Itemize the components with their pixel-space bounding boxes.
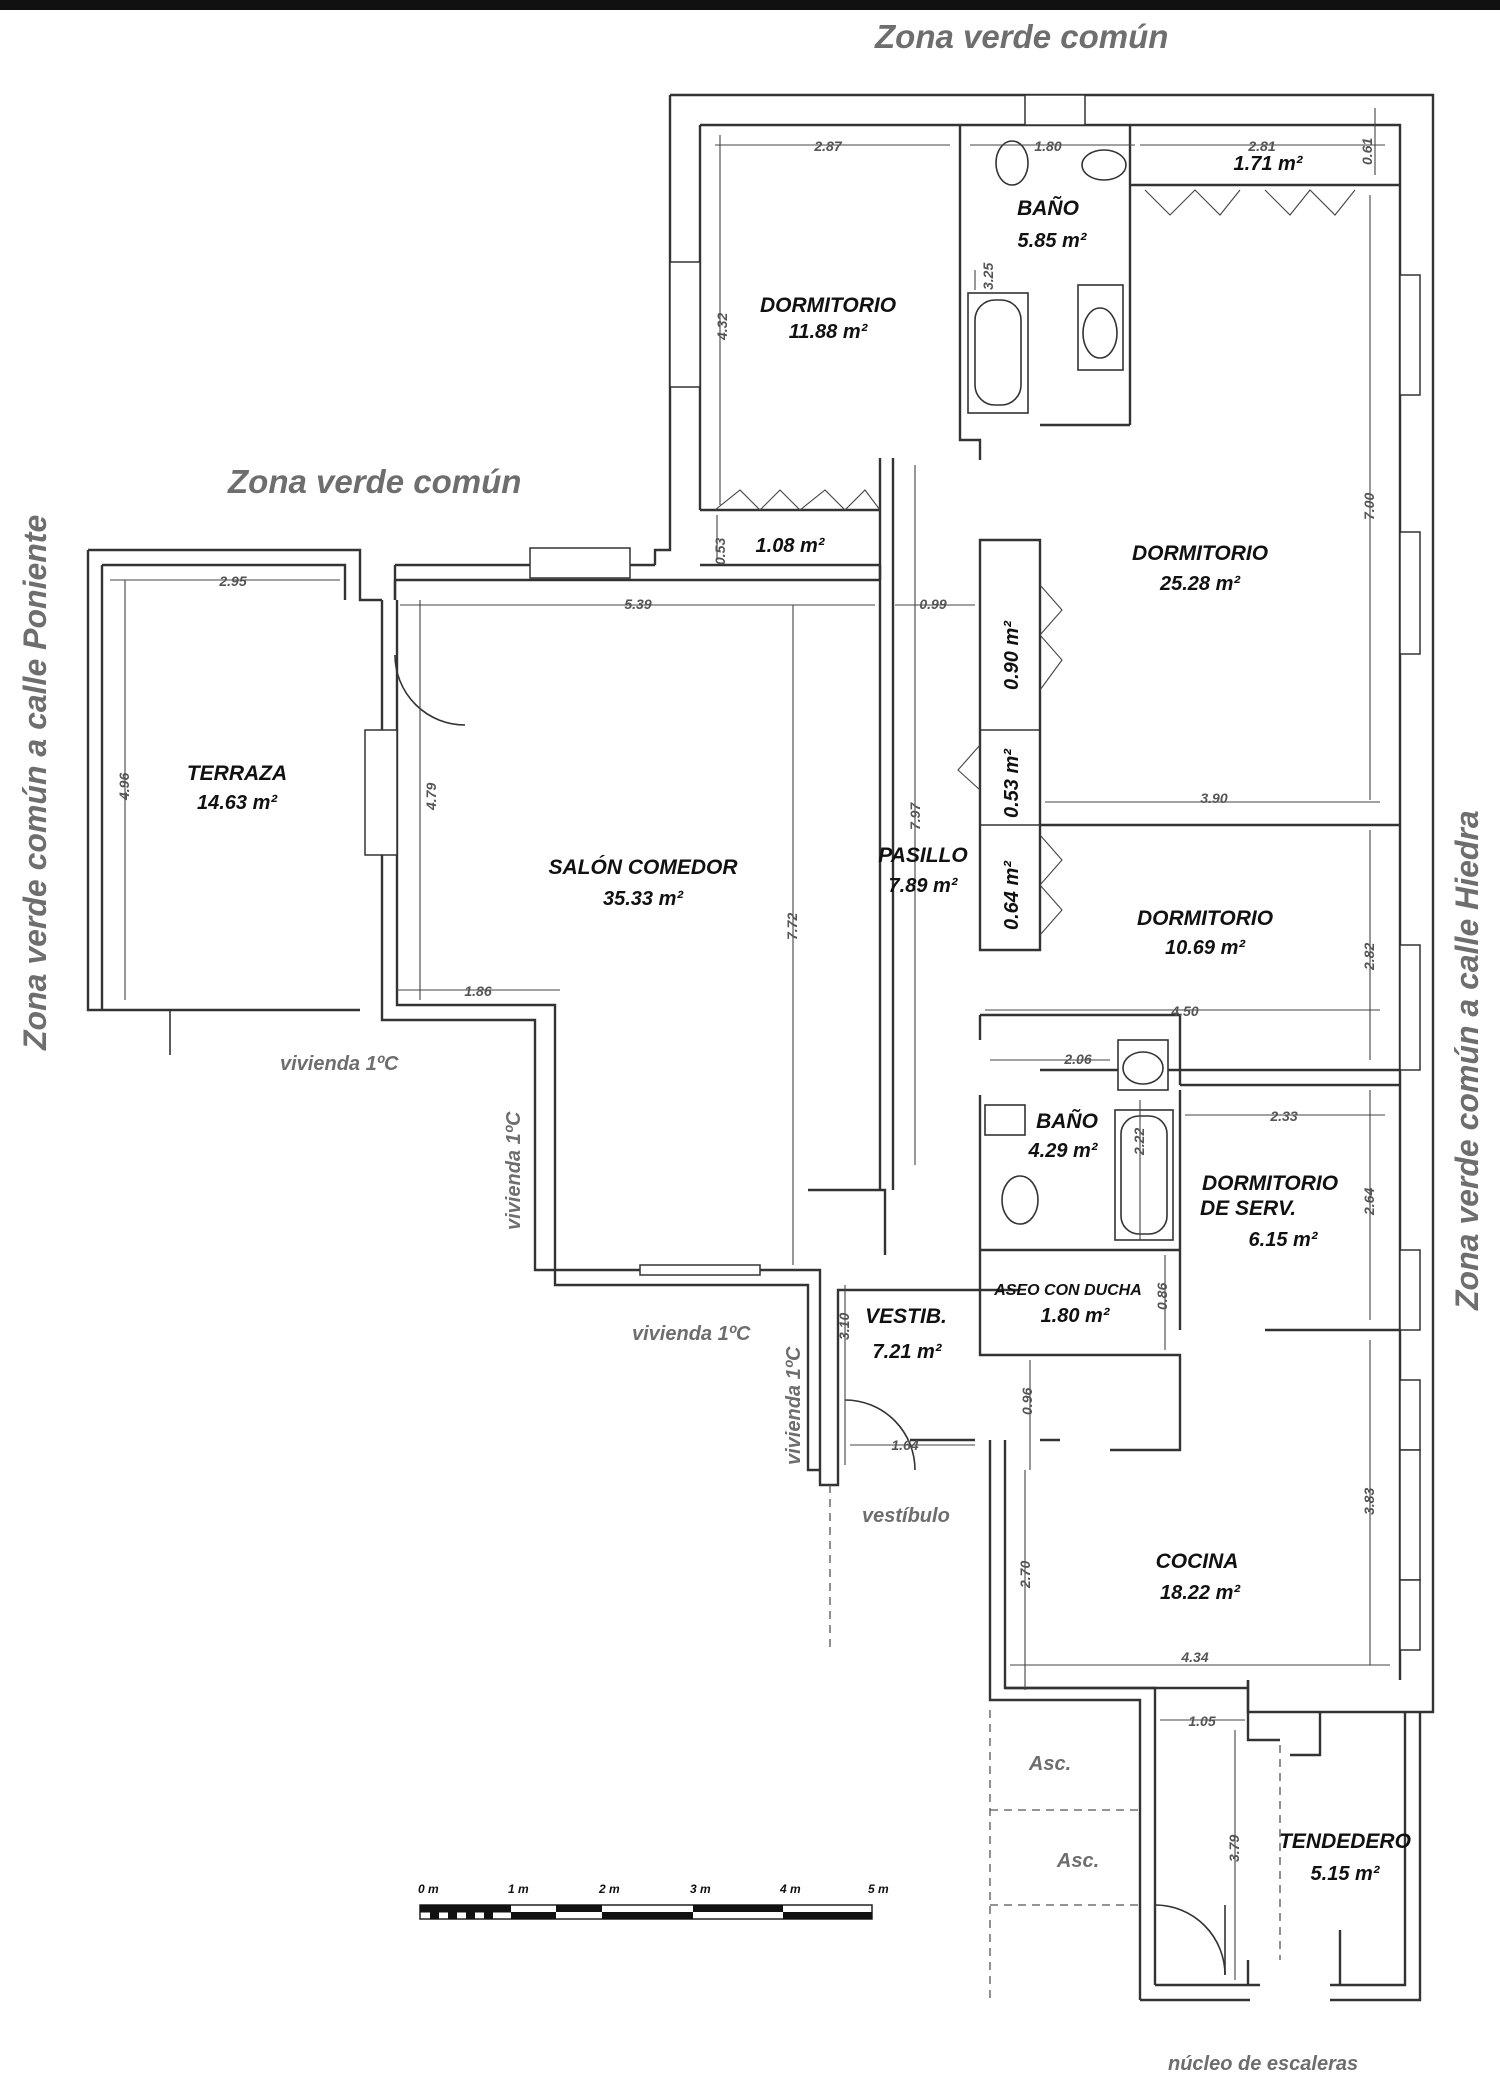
- toilet-icon: [995, 140, 1029, 186]
- dim-061: 0.61: [1359, 138, 1375, 165]
- wardrobe-doors: [714, 189, 1356, 936]
- dim-180: 1.80: [1034, 138, 1061, 154]
- asc1-label: Asc.: [1028, 1753, 1071, 1775]
- dorm-serv-name2: DE SERV.: [1200, 1197, 1296, 1220]
- armario2-area: 0.53 m²: [1001, 748, 1023, 818]
- walls: [86, 93, 1435, 2002]
- dim-264: 2.64: [1361, 1188, 1377, 1216]
- dimension-lines: [110, 108, 1390, 1980]
- vestib-area: 7.21 m²: [873, 1341, 943, 1363]
- windows: [364, 94, 1421, 1651]
- vivienda-label-2: vivienda 1ºC: [503, 1111, 525, 1230]
- dim-325: 3.25: [980, 263, 996, 290]
- dim-287: 2.87: [813, 138, 842, 154]
- dim-222: 2.22: [1131, 1128, 1147, 1156]
- bano2-area: 4.29 m²: [1028, 1140, 1099, 1162]
- dim-096: 0.96: [1019, 1388, 1035, 1415]
- dim-383: 3.83: [1361, 1488, 1377, 1515]
- cocina-name: COCINA: [1156, 1550, 1239, 1573]
- bano1-name: BAÑO: [1017, 197, 1079, 220]
- terraza-name: TERRAZA: [187, 762, 287, 785]
- dim-233: 2.33: [1269, 1108, 1297, 1124]
- zone-right: Zona verde común a calle Hiedra: [1449, 810, 1485, 1311]
- dim-206: 2.06: [1063, 1051, 1091, 1067]
- vivienda-label-4: vivienda 1ºC: [783, 1346, 805, 1465]
- top-border: [0, 0, 1500, 10]
- nucleo-label: núcleo de escaleras: [1168, 2053, 1358, 2075]
- dim-390: 3.90: [1200, 790, 1227, 806]
- toilet-icon-2: [1001, 1175, 1039, 1225]
- scale-0: 0 m: [418, 1882, 439, 1896]
- vivienda-label-1: vivienda 1ºC: [280, 1053, 399, 1075]
- bidet-icon: [1081, 149, 1127, 181]
- dim-700: 7.00: [1361, 493, 1377, 520]
- door-swings: [394, 654, 1226, 1976]
- dorm1-area: 11.88 m²: [789, 321, 869, 343]
- zone-top: Zona verde común: [874, 18, 1168, 55]
- scale-2: 2 m: [598, 1882, 620, 1896]
- aseo-area: 1.80 m²: [1041, 1305, 1111, 1327]
- vivienda-label-3: vivienda 1ºC: [632, 1323, 751, 1345]
- closet-dorm1-area: 1.08 m²: [756, 535, 826, 557]
- dim-772: 7.72: [784, 913, 800, 940]
- dim-281: 2.81: [1247, 138, 1275, 154]
- dim-295: 2.95: [218, 573, 246, 589]
- bano1-area: 5.85 m²: [1018, 230, 1088, 252]
- scale-4: 4 m: [779, 1882, 801, 1896]
- bano2-name: BAÑO: [1036, 1110, 1098, 1133]
- zone-mid: Zona verde común: [227, 463, 521, 500]
- dorm3-name: DORMITORIO: [1137, 907, 1273, 930]
- fixtures: [967, 140, 1174, 1241]
- dim-432: 4.32: [714, 313, 730, 341]
- scale-5: 5 m: [868, 1882, 889, 1896]
- scale-3: 3 m: [690, 1882, 711, 1896]
- tendedero-name: TENDEDERO: [1279, 1830, 1411, 1853]
- terraza-area: 14.63 m²: [197, 792, 278, 814]
- dim-053: 0.53: [712, 538, 728, 565]
- dorm-serv-name1: DORMITORIO: [1202, 1172, 1338, 1195]
- dim-450: 4.50: [1170, 1003, 1198, 1019]
- pasillo-area: 7.89 m²: [889, 875, 959, 897]
- dim-270: 2.70: [1017, 1561, 1033, 1589]
- dorm2-area: 25.28 m²: [1159, 573, 1241, 595]
- salon-name: SALÓN COMEDOR: [549, 855, 739, 879]
- dim-539: 5.39: [624, 596, 651, 612]
- dim-282: 2.82: [1361, 943, 1377, 971]
- dim-086: 0.86: [1154, 1283, 1170, 1310]
- tendedero-area: 5.15 m²: [1311, 1863, 1381, 1885]
- pasillo-name: PASILLO: [878, 844, 967, 867]
- dim-164: 1.64: [891, 1437, 918, 1453]
- scale-bar: 0 m 1 m 2 m 3 m 4 m 5 m: [418, 1882, 889, 1920]
- aseo-name: ASEO CON DUCHA: [993, 1282, 1142, 1299]
- salon-area: 35.33 m²: [603, 888, 684, 910]
- zone-left: Zona verde común a calle Poniente: [17, 515, 53, 1051]
- sink-icon-2: [1122, 1051, 1164, 1085]
- scale-1: 1 m: [508, 1882, 529, 1896]
- dim-797: 7.97: [907, 802, 923, 830]
- dim-105: 1.05: [1188, 1713, 1215, 1729]
- dorm1-name: DORMITORIO: [760, 294, 896, 317]
- armario3-area: 0.64 m²: [1001, 860, 1023, 930]
- vestibulo-label: vestíbulo: [862, 1505, 950, 1527]
- vestib-name: VESTIB.: [865, 1305, 947, 1328]
- dim-479: 4.79: [423, 783, 439, 811]
- armario1-area: 0.90 m²: [1001, 620, 1023, 690]
- asc2-label: Asc.: [1056, 1850, 1099, 1872]
- dim-379: 3.79: [1226, 1835, 1242, 1862]
- dim-496: 4.96: [116, 773, 132, 801]
- dorm2-name: DORMITORIO: [1132, 542, 1268, 565]
- dorm3-area: 10.69 m²: [1165, 937, 1246, 959]
- dim-186: 1.86: [464, 983, 491, 999]
- dim-434: 4.34: [1180, 1649, 1208, 1665]
- dashed-lines: [829, 1485, 1281, 2000]
- closet-top-area: 1.71 m²: [1234, 153, 1304, 175]
- dim-310: 3.10: [836, 1313, 852, 1340]
- cocina-area: 18.22 m²: [1160, 1582, 1241, 1604]
- dim-099: 0.99: [919, 596, 946, 612]
- dorm-serv-area: 6.15 m²: [1249, 1229, 1319, 1251]
